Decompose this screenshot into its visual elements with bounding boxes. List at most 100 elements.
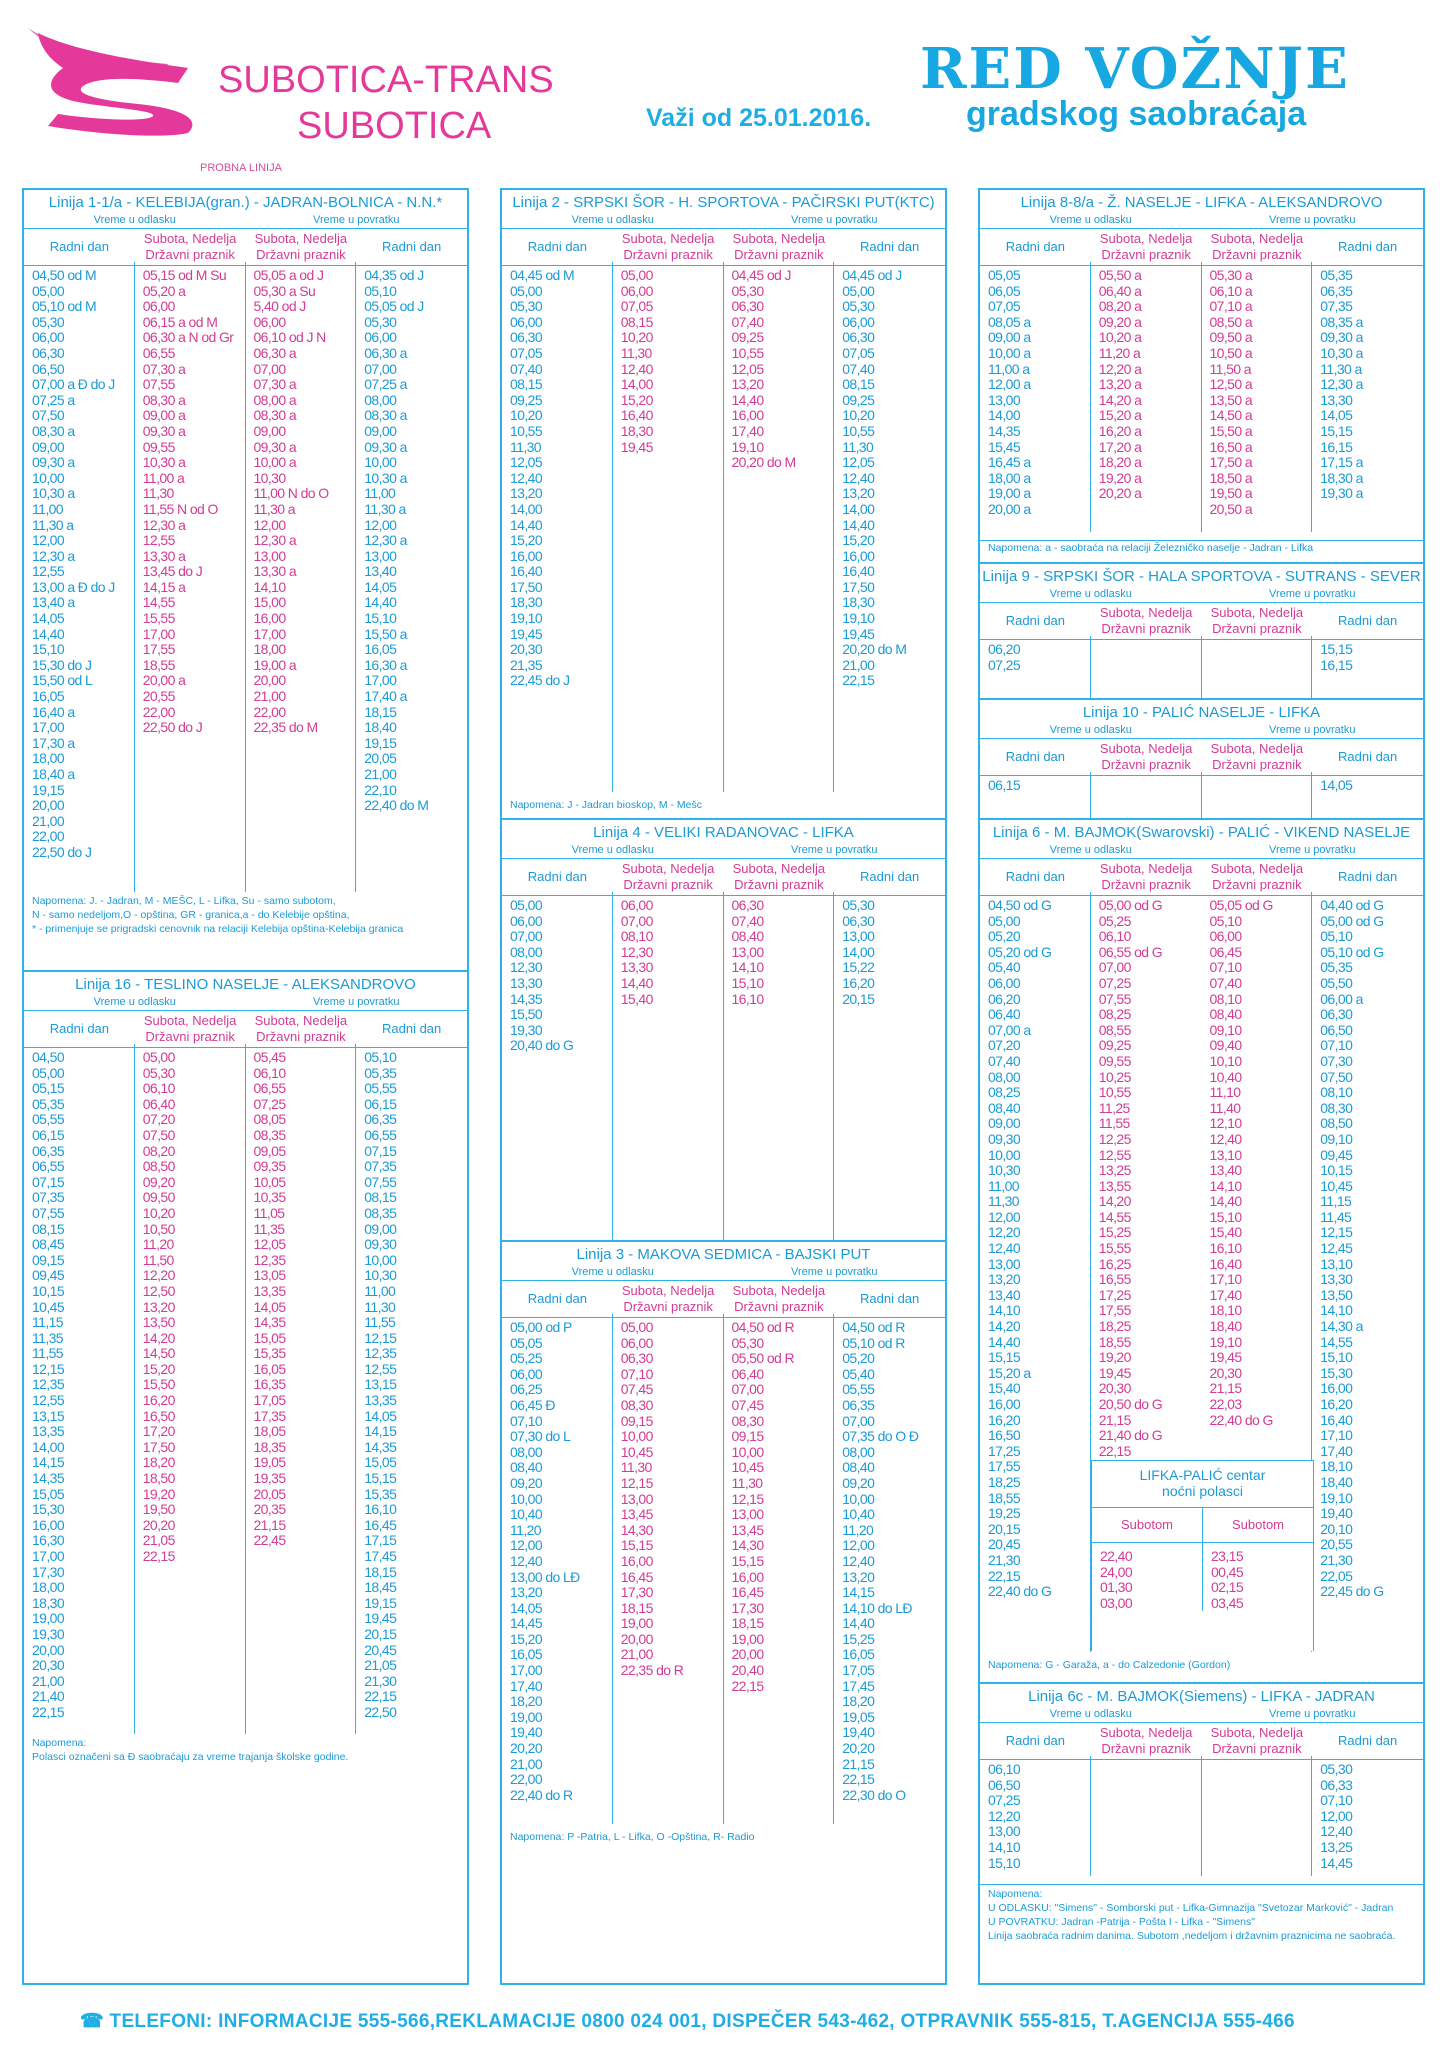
line-1-title: Linija 1-1/a - KELEBIJA(gran.) - JADRAN-… [48, 194, 443, 211]
departure-time: 06,10 od J N [253, 329, 327, 346]
line-6c-section: Linija 6c - M. BAJMOK(Siemens) - LIFKA -… [980, 1684, 1423, 1983]
departure-time: 22,30 do O [842, 1786, 906, 1803]
departure-time: 20,50 do G [1098, 1396, 1163, 1412]
departure-time: 14,55 [142, 594, 176, 611]
departure-time: 05,30 a [1209, 267, 1253, 283]
times-column: 06,15 [980, 772, 1091, 818]
departure-time: 14,35 [988, 422, 1021, 439]
departure-time: 22,45 do G [1320, 1583, 1384, 1600]
departure-time: 03,00 [1100, 1594, 1133, 1611]
departure-time: 07,00 [1098, 959, 1132, 976]
departure-time: 13,20 [142, 1298, 176, 1315]
departure-time: 06,33 [1320, 1776, 1353, 1793]
departure-time: 20,00 [620, 1630, 654, 1647]
departure-time: 09,05 [253, 1142, 287, 1159]
departure-time: 12,05 [253, 1236, 287, 1253]
departure-time: 17,30 a [32, 734, 75, 751]
departure-time: 12,00 [364, 516, 397, 533]
line-2-section: Linija 2 - SRPSKI ŠOR - H. SPORTOVA - PA… [502, 190, 945, 818]
departure-time: 14,15 [32, 1454, 65, 1471]
departure-time: 19,10 [842, 610, 875, 627]
departure-time: 13,40 [1209, 1162, 1243, 1179]
departure-time: 07,40 [510, 360, 543, 377]
departure-time: 14,30 [731, 1537, 765, 1554]
odlasku-label: Vreme u odlasku [1049, 844, 1132, 856]
departure-time: 07,05 [620, 298, 654, 315]
probna-label: PROBNA LINIJA [200, 162, 282, 174]
departure-time: 06,55 [32, 1158, 65, 1175]
departure-time: 07,30 do L [510, 1428, 571, 1445]
departure-time: 09,00 [32, 438, 65, 455]
odlasku-label: Vreme u odlasku [1049, 1708, 1132, 1720]
departure-time: 12,00 [988, 1208, 1021, 1225]
departure-time: 09,15 [32, 1251, 65, 1268]
departure-time: 06,50 [1320, 1021, 1353, 1038]
departure-time: 18,20 a [1098, 454, 1142, 471]
departure-time: 05,30 a Su [253, 282, 316, 299]
divider [980, 818, 1423, 820]
departure-time: 21,30 [364, 1672, 397, 1689]
departure-time: 20,55 [1320, 1536, 1353, 1553]
departure-time: 14,35 [364, 1438, 397, 1455]
departure-time: 05,35 [1320, 267, 1353, 283]
departure-time: 16,40 [842, 563, 875, 580]
departure-time: 19,45 [620, 438, 654, 455]
times-column: 14,05 [1312, 772, 1423, 818]
departure-time: 16,05 [253, 1360, 287, 1377]
departure-time: 10,00 [731, 1443, 765, 1460]
departure-time: 07,55 [142, 376, 176, 393]
departure-time: 05,30 [510, 298, 543, 315]
line-8-note: Napomena: a - saobraća na relaciji Želez… [980, 540, 1423, 555]
departure-time: 05,30 [32, 313, 65, 330]
departure-time: 16,20 [142, 1392, 176, 1409]
departure-time: 05,40 [988, 959, 1021, 976]
departure-time: 11,45 [1320, 1208, 1352, 1225]
departure-time: 19,30 [32, 1625, 65, 1642]
departure-time: 17,40 a [364, 688, 407, 705]
departure-time: 16,20 [1320, 1396, 1353, 1412]
departure-time: 10,00 [364, 454, 397, 471]
departure-time: 10,20 [510, 407, 543, 424]
departure-time: 19,30 a [1320, 485, 1363, 502]
line-8-title: Linija 8-8/a - Ž. NASELJE - LIFKA - ALEK… [1020, 194, 1383, 211]
departure-time: 09,30 [364, 1236, 397, 1253]
departure-time: 14,20 [988, 1318, 1021, 1335]
departure-time: 13,00 [842, 928, 875, 945]
departure-time: 11,55 [32, 1345, 64, 1362]
departure-time: 15,20 [510, 1630, 543, 1647]
departure-time: 07,00 [364, 360, 397, 377]
departure-time: 18,50 [142, 1470, 176, 1487]
departure-time: 11,30 [364, 1298, 396, 1315]
departure-time: 22,15 [32, 1703, 65, 1720]
departure-time: 05,15 [32, 1080, 65, 1097]
line-4-section: Linija 4 - VELIKI RADANOVAC - LIFKA Vrem… [502, 820, 945, 1240]
departure-time: 05,55 [32, 1111, 65, 1128]
departure-time: 16,20 [842, 974, 875, 991]
departure-time: 09,30 a [364, 438, 407, 455]
departure-time: 20,05 [253, 1485, 287, 1502]
departure-time: 18,05 [253, 1423, 287, 1440]
departure-time: 06,25 [510, 1381, 543, 1398]
departure-time: 10,55 [510, 422, 543, 439]
phone-icon: ☎ [80, 2011, 110, 2032]
departure-time: 16,20 [988, 1411, 1021, 1428]
departure-time: 14,15 a [142, 578, 186, 595]
departure-time: 05,10 od M [32, 298, 97, 315]
departure-time: 20,00 a [142, 672, 186, 689]
departure-time: 08,35 a [1320, 313, 1363, 330]
departure-time: 14,10 [731, 959, 765, 976]
head-radni: Radni dan [1005, 749, 1066, 764]
departure-time: 10,00 [842, 1490, 875, 1507]
departure-time: 04,45 od J [731, 267, 792, 283]
departure-time: 17,00 [32, 719, 65, 736]
departure-time: 18,10 [1209, 1302, 1243, 1319]
departure-time: 11,20 a [1098, 344, 1141, 361]
departure-time: 13,00 [988, 391, 1021, 408]
